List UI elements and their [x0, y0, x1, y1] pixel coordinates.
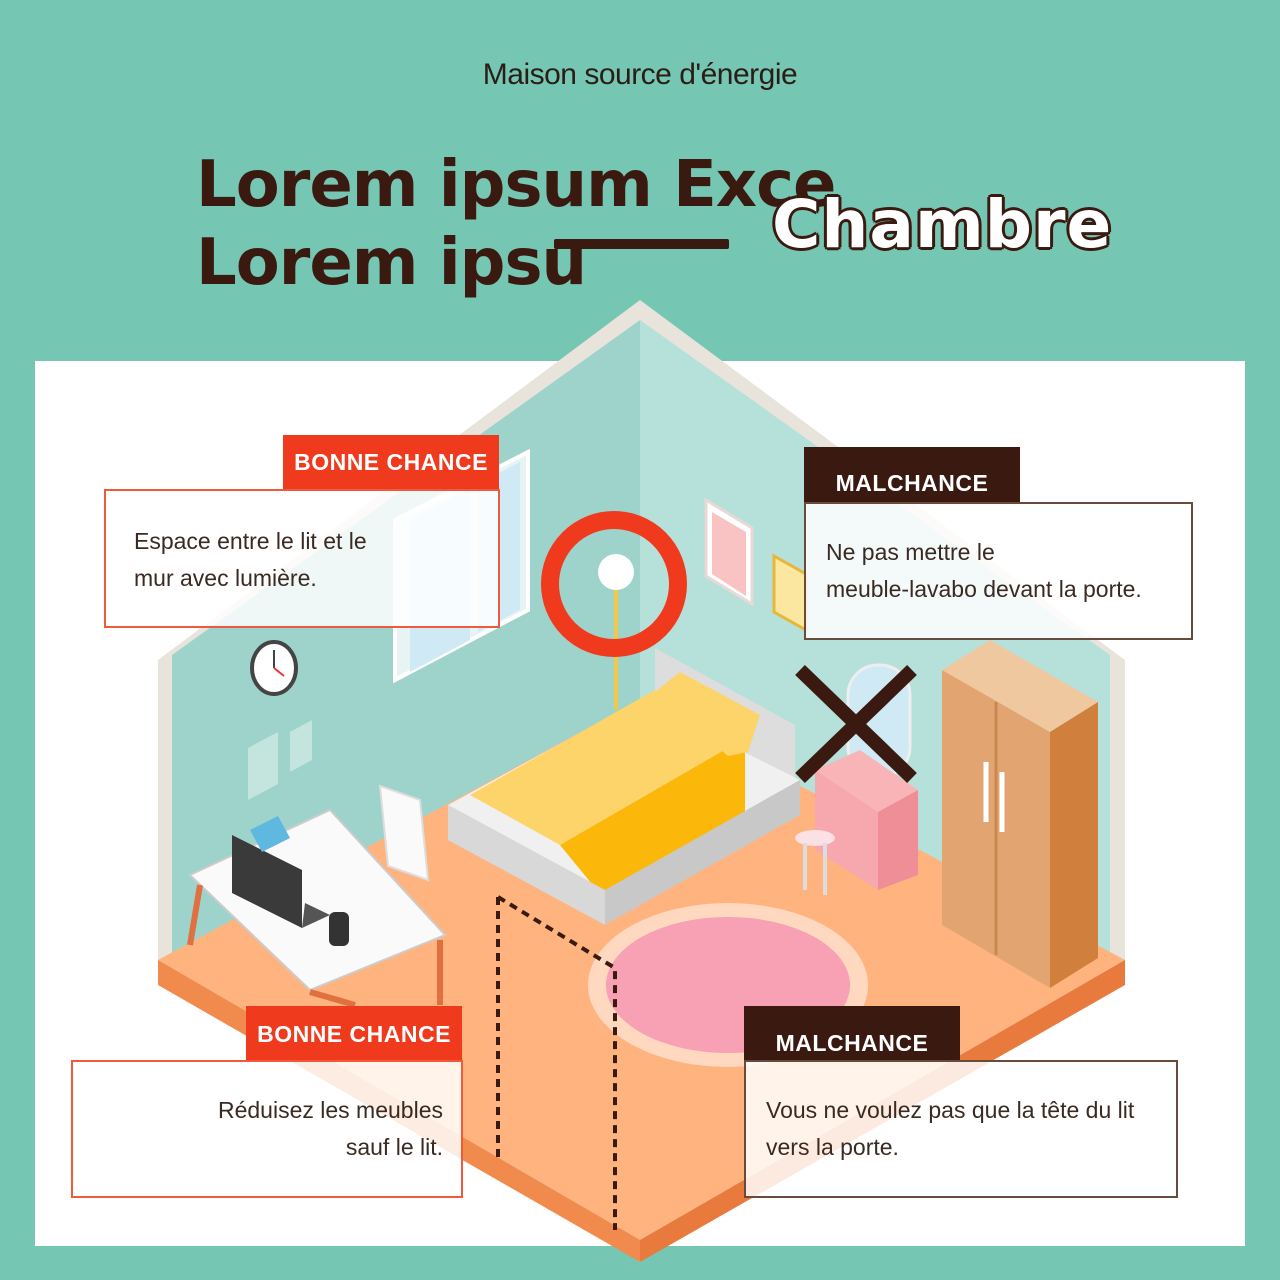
room-title: Chambre	[772, 186, 1113, 263]
desk	[187, 784, 447, 1008]
wardrobe	[942, 640, 1098, 988]
bad-luck-note-2: Vous ne voulez pas que la tête du lit ve…	[744, 1060, 1178, 1198]
bad-luck-note-1: Ne pas mettre le meuble-lavabo devant la…	[804, 502, 1193, 640]
note-line: Espace entre le lit et le	[134, 528, 367, 554]
clock-icon	[250, 640, 298, 696]
good-luck-note-2: Réduisez les meubles sauf le lit.	[71, 1060, 463, 1198]
cross-mark-icon	[795, 664, 917, 784]
note-line: Vous ne voulez pas que la tête du lit	[766, 1097, 1135, 1123]
headline-line-1: Lorem ipsum Exce	[196, 148, 836, 222]
good-luck-tag-1: BONNE CHANCE	[283, 435, 499, 490]
note-line: Ne pas mettre le	[826, 539, 995, 565]
bed	[448, 648, 800, 925]
title-divider	[554, 239, 729, 249]
headline: Lorem ipsum Exce Lorem ipsu	[196, 146, 836, 302]
headline-line-2: Lorem ipsu	[196, 226, 587, 300]
good-luck-tag-2: BONNE CHANCE	[246, 1006, 462, 1062]
bad-luck-tag-1: MALCHANCE	[804, 447, 1020, 502]
lamp-icon	[541, 511, 687, 710]
laptop-icon	[232, 835, 330, 928]
page-subtitle: Maison source d'énergie	[482, 58, 798, 91]
note-line: Réduisez les meubles	[217, 1097, 443, 1123]
note-line: meuble-lavabo devant la porte.	[826, 576, 1142, 602]
good-luck-note-1: Espace entre le lit et le mur avec lumiè…	[104, 489, 500, 628]
note-line: sauf le lit.	[345, 1134, 443, 1160]
note-line: mur avec lumière.	[134, 565, 317, 591]
bad-luck-tag-2: MALCHANCE	[744, 1006, 960, 1062]
note-line: vers la porte.	[766, 1134, 899, 1160]
